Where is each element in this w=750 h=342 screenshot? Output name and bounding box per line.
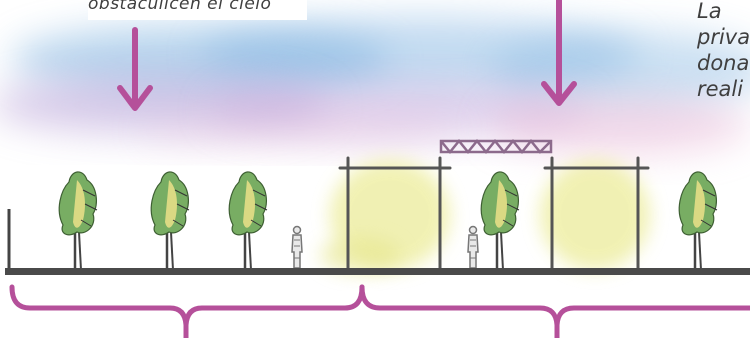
annotation-right-line: priva bbox=[697, 25, 750, 49]
sky-watercolor bbox=[0, 17, 750, 155]
pergola-frame bbox=[338, 156, 650, 272]
bracket-icon bbox=[359, 284, 750, 341]
annotation-right-note: La priva dona reali bbox=[697, 0, 750, 102]
tree-icon bbox=[678, 171, 718, 271]
person-icon bbox=[467, 225, 479, 269]
tree-icon bbox=[58, 171, 98, 271]
annotation-right-line: dona bbox=[697, 51, 750, 75]
bracket-icon bbox=[9, 284, 365, 341]
light-washes bbox=[320, 160, 650, 273]
truss-icon bbox=[439, 139, 553, 154]
down-arrow-icon bbox=[541, 0, 577, 106]
tree-icon bbox=[150, 171, 190, 271]
annotation-left-note: obstaculicen el cielo bbox=[88, 0, 308, 20]
ground-line bbox=[5, 268, 750, 275]
annotation-right-line: La bbox=[697, 0, 722, 23]
down-arrow-icon bbox=[117, 27, 153, 111]
tree-icon bbox=[228, 171, 268, 271]
person-icon bbox=[291, 225, 303, 269]
annotation-right-line: reali bbox=[697, 77, 744, 101]
tree-icon bbox=[480, 171, 520, 271]
